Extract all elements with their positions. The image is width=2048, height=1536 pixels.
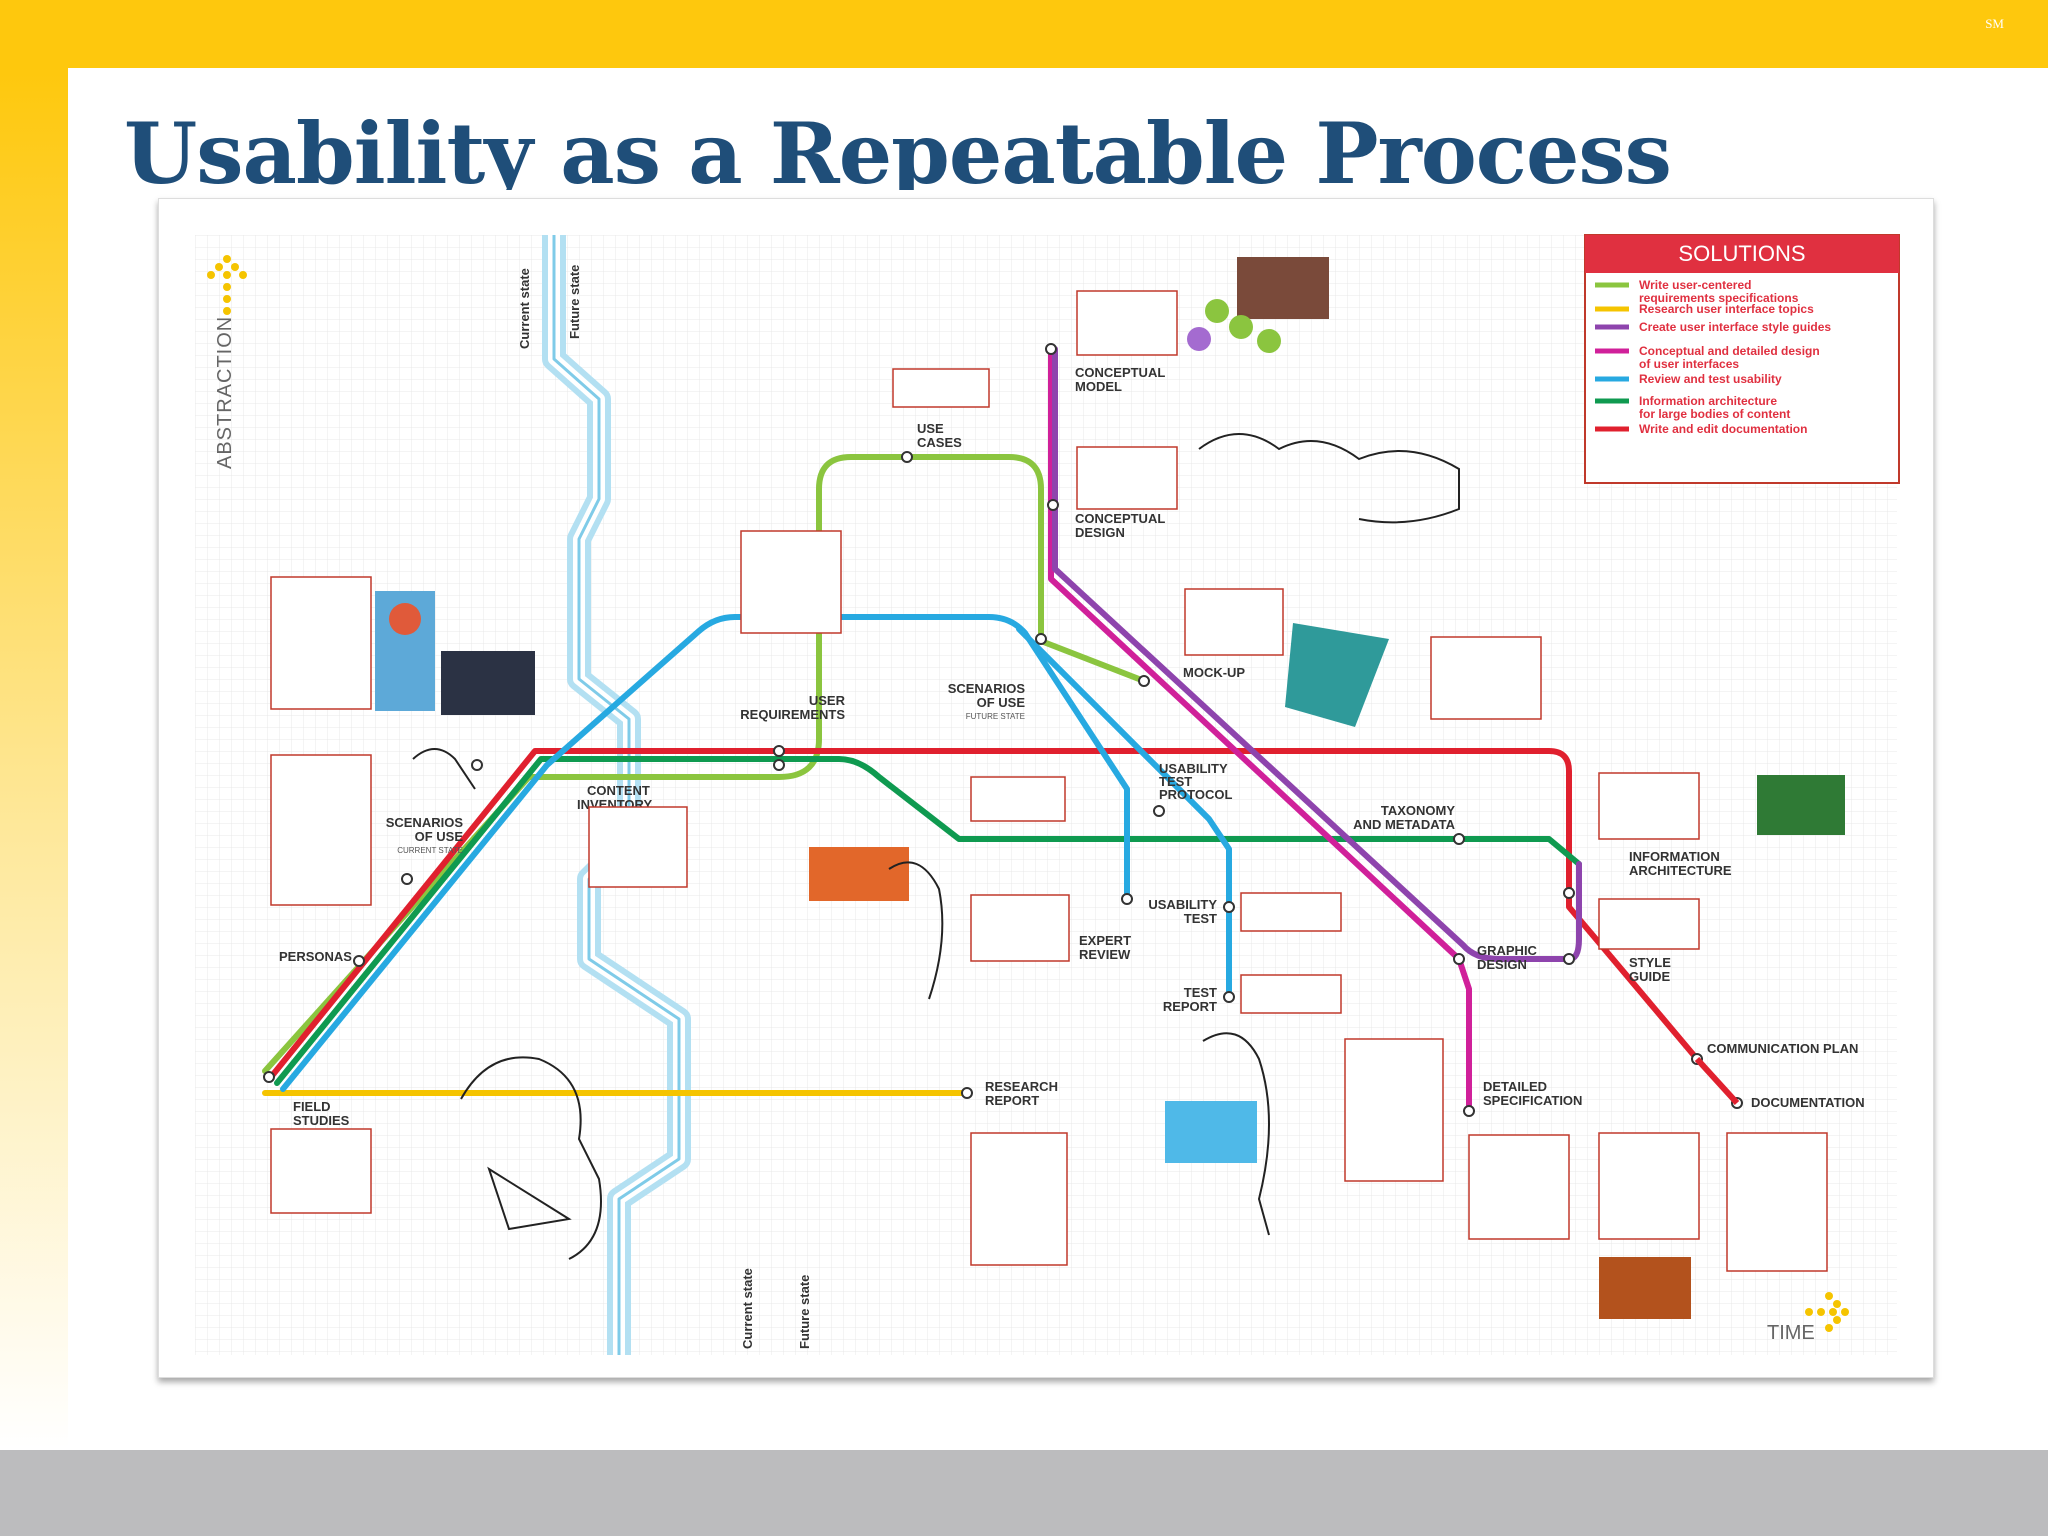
red-documentation-line (268, 748, 1700, 1080)
legend-header (1585, 235, 1899, 273)
station-communication-plan: COMMUNICATION PLAN (1707, 1041, 1858, 1056)
expert-review-sketch (888, 861, 944, 1000)
silhouette-photo (441, 651, 535, 715)
station-documentation: DOCUMENTATION (1751, 1095, 1865, 1110)
river-current-label-top: Current state (517, 268, 532, 349)
purple-style-line (1052, 346, 1582, 962)
river-future-label-bottom: Future state (797, 1275, 812, 1349)
river-future-label-top: Future state (567, 265, 582, 339)
bottom-footer-bar (0, 1450, 2048, 1536)
river-current-label-bottom: Current state (740, 1268, 755, 1349)
station-mock-up: MOCK-UP (1183, 665, 1245, 680)
persona-sketch (412, 748, 476, 790)
design-session-sketch (1198, 433, 1460, 524)
slide-title: Usability as a Repeatable Process (124, 104, 1671, 190)
abstraction-axis-label: ABSTRACTION (214, 316, 236, 469)
illustrations (375, 257, 1845, 1319)
process-metro-map: Current state Future state Current state… (158, 198, 1934, 1378)
green-ia-line (274, 756, 1582, 1086)
ia-photo (1757, 775, 1845, 835)
note-boxes (270, 290, 1828, 1272)
time-arrow-icon (1805, 1292, 1849, 1332)
mockup-photo (1285, 623, 1389, 727)
legend-title: SOLUTIONS (1678, 241, 1805, 266)
legend-item-2: Create user interface style guides (1639, 320, 1831, 334)
left-accent-bar (0, 68, 68, 1448)
field-study-sketch (460, 1056, 602, 1260)
team-photo (1237, 257, 1329, 319)
documentation-line-end (1694, 1056, 1740, 1106)
legend-item-6: Write and edit documentation (1639, 422, 1807, 436)
usability-test-photo (1165, 1101, 1257, 1163)
top-accent-bar (0, 0, 2048, 68)
station-scenarios-future-sub: FUTURE STATE (966, 712, 1025, 721)
green-requirements-line (262, 454, 1147, 1074)
time-axis-label: TIME (1767, 1322, 1815, 1344)
colorful-photo (809, 847, 909, 901)
legend-item-1: Research user interface topics (1639, 302, 1814, 316)
station-scenarios-current-sub: CURRENT STATE (397, 846, 463, 855)
station-markers (263, 343, 1743, 1117)
author-initials: SM (1985, 16, 2004, 31)
texture-photo (1599, 1257, 1691, 1319)
station-personas: PERSONAS (279, 949, 352, 964)
blue-usability-branch (1016, 626, 1232, 1000)
legend-item-4: Review and test usability (1639, 372, 1782, 386)
abstraction-arrow-icon (207, 255, 247, 315)
test-sketch (1202, 1032, 1270, 1236)
